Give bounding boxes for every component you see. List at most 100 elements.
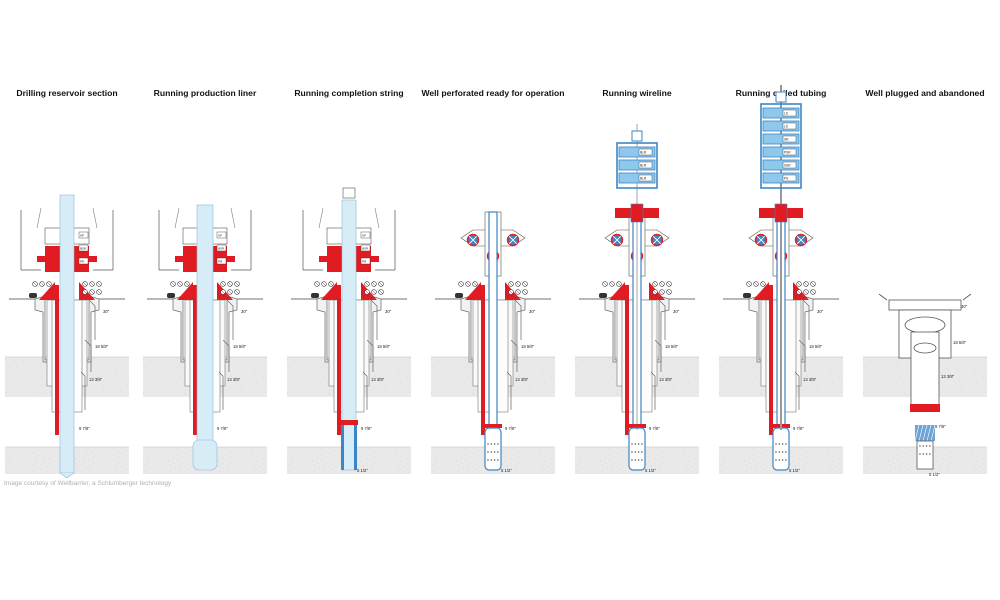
stack-ram bbox=[618, 146, 656, 158]
perforation bbox=[919, 453, 921, 455]
liner-5 bbox=[772, 427, 790, 471]
casing-label-9: 9 7/8" bbox=[649, 426, 660, 431]
stack-tag bbox=[782, 174, 797, 182]
casing-label-9: 9 7/8" bbox=[361, 426, 372, 431]
well-panel-perforated: 30"18 5/8"13 3/8"9 7/8"5 1/2" bbox=[430, 211, 555, 474]
casing-label-9: 9 7/8" bbox=[793, 426, 804, 431]
lubricator bbox=[631, 130, 643, 142]
perforation bbox=[493, 451, 496, 453]
perforation bbox=[490, 459, 492, 461]
perforation bbox=[497, 459, 499, 461]
stack-tag-label: SSR bbox=[784, 164, 791, 168]
perforation bbox=[922, 453, 924, 455]
stack-ram bbox=[762, 146, 800, 158]
truck-icon bbox=[599, 293, 607, 298]
perforation bbox=[778, 459, 780, 461]
casing-label-30: 30" bbox=[817, 309, 824, 314]
conductor-30 bbox=[460, 295, 526, 363]
casing-barrier-red bbox=[481, 285, 485, 435]
perforation bbox=[487, 443, 489, 445]
perforation bbox=[634, 451, 636, 453]
bop-tag bbox=[360, 257, 371, 265]
bop-tag-label: BSR bbox=[362, 247, 369, 251]
rig-frame bbox=[158, 210, 252, 271]
conductor-30 bbox=[748, 295, 814, 363]
perforation bbox=[487, 451, 489, 453]
wellhead-seal-red bbox=[177, 282, 193, 300]
perforation bbox=[631, 451, 633, 453]
perforation bbox=[919, 445, 921, 447]
perforation bbox=[775, 459, 777, 461]
casing-label-13: 13 3/8" bbox=[803, 377, 817, 382]
stack-tag bbox=[638, 161, 653, 169]
perforation bbox=[487, 459, 489, 461]
stack-frame bbox=[616, 142, 658, 189]
panel-title-perforated: Well perforated ready for operation bbox=[421, 88, 565, 98]
perforation bbox=[641, 443, 643, 445]
perforation bbox=[490, 443, 492, 445]
casing-label-13: 13 3/8" bbox=[227, 377, 241, 382]
casing-label-30: 30" bbox=[961, 304, 968, 309]
perforation bbox=[775, 443, 777, 445]
perforation bbox=[922, 445, 924, 447]
stack-tag bbox=[782, 161, 797, 169]
bop-tag-label: PR bbox=[80, 260, 85, 264]
panel-title-wireline: Running wireline bbox=[602, 88, 672, 98]
perforation bbox=[781, 459, 784, 461]
casing-label-5: 5 1/2" bbox=[929, 472, 940, 477]
casing-label-18: 18 5/8" bbox=[233, 344, 247, 349]
wellhead-seal-red bbox=[321, 282, 337, 300]
truck-icon bbox=[311, 293, 319, 298]
liner-5 bbox=[628, 427, 646, 471]
panel-title-completion: Running completion string bbox=[294, 88, 404, 98]
stack-tag bbox=[782, 109, 797, 117]
stack-tag bbox=[782, 148, 797, 156]
stack-tag-label: BLR bbox=[640, 177, 647, 181]
wellhead-seal-red bbox=[39, 282, 55, 300]
stack-ram bbox=[618, 159, 656, 171]
truck-icon bbox=[29, 293, 37, 298]
casing-label-30: 30" bbox=[103, 309, 110, 314]
lubricator bbox=[775, 91, 787, 103]
casing-label-5: 5 1/2" bbox=[645, 468, 656, 473]
production-tubing bbox=[488, 211, 498, 427]
truck-icon bbox=[455, 293, 463, 298]
casing-label-30: 30" bbox=[385, 309, 392, 314]
casing-label-18: 18 5/8" bbox=[809, 344, 823, 349]
completion-string bbox=[341, 199, 357, 471]
perforation bbox=[785, 459, 787, 461]
bop-tag bbox=[360, 231, 371, 239]
wellhead-seal-red bbox=[609, 282, 625, 300]
stack-tag-label: BLR bbox=[640, 164, 647, 168]
bop-tag-label: AP bbox=[218, 234, 222, 238]
truck-icon bbox=[743, 293, 751, 298]
perforation bbox=[493, 443, 496, 445]
casing-label-30: 30" bbox=[673, 309, 680, 314]
stack-tag-label: PS bbox=[784, 177, 788, 181]
perforation bbox=[634, 443, 636, 445]
drill-bit bbox=[59, 472, 75, 479]
panel-title-liner: Running production liner bbox=[153, 88, 257, 98]
conductor-top bbox=[888, 299, 962, 311]
casing-label-13: 13 3/8" bbox=[89, 377, 103, 382]
casing-barrier-red bbox=[55, 285, 59, 435]
casing-label-13: 13 3/8" bbox=[941, 374, 955, 379]
liner-shoe bbox=[192, 439, 218, 471]
perforation bbox=[637, 459, 640, 461]
casing-label-18: 18 5/8" bbox=[377, 344, 391, 349]
perforation bbox=[785, 451, 787, 453]
liner-5 bbox=[484, 427, 502, 471]
drill-string bbox=[59, 194, 75, 474]
perforation bbox=[781, 443, 784, 445]
stack-ram bbox=[618, 172, 656, 184]
stack-ram bbox=[762, 107, 800, 119]
perforation bbox=[493, 459, 496, 461]
perforation bbox=[497, 443, 499, 445]
perforation bbox=[775, 451, 777, 453]
cut-casing bbox=[904, 316, 946, 334]
liner-string bbox=[196, 204, 214, 468]
